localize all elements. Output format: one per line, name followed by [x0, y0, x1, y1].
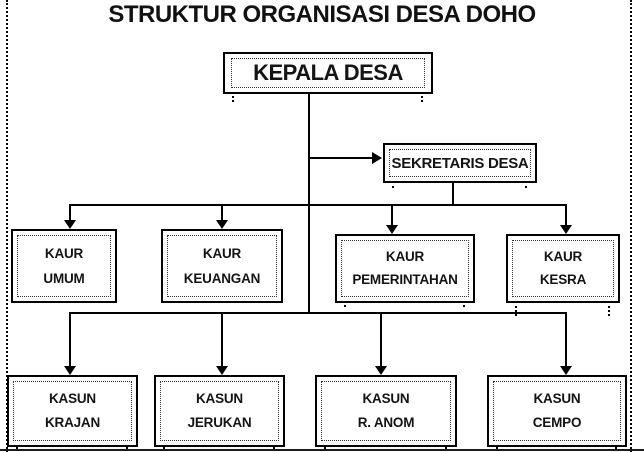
dotted-tick — [608, 301, 610, 316]
node-kasun-jerukan: KASUN JERUKAN — [154, 375, 285, 449]
node-kepala-desa-inner: KEPALA DESA — [231, 58, 425, 88]
node-kaur-umum: KAUR UMUM — [11, 229, 117, 303]
dotted-tick — [273, 445, 275, 449]
node-sekretaris-desa-label: SEKRETARIS DESA — [391, 154, 529, 172]
node-kaur-kesra: KAUR KESRA — [506, 234, 620, 316]
dotted-tick — [525, 181, 527, 188]
connector-kasun-jerukan-drop — [221, 312, 223, 367]
arrowhead-kasun-ranom — [375, 366, 387, 375]
dotted-tick — [445, 445, 447, 449]
node-kaur-umum-inner: KAUR UMUM — [17, 235, 111, 297]
node-kasun-ranom: KASUN R. ANOM — [315, 375, 457, 449]
arrowhead-kaur-keuangan — [216, 220, 228, 229]
arrowhead-kasun-cempo — [560, 366, 572, 375]
node-kasun-krajan-line2: KRAJAN — [44, 415, 101, 431]
arrowhead-kaur-umum — [64, 220, 76, 229]
node-kasun-jerukan-line1: KASUN — [195, 391, 243, 407]
node-sekretaris-desa: SEKRETARIS DESA — [383, 143, 537, 188]
arrowhead-kasun-krajan — [64, 366, 76, 375]
node-kaur-kesra-inner: KAUR KESRA — [512, 240, 614, 297]
node-kasun-cempo-line1: KASUN — [533, 391, 581, 407]
node-kaur-keuangan-inner: KAUR KEUANGAN — [167, 235, 277, 297]
node-kaur-pemerintahan: KAUR PEMERINTAHAN — [335, 234, 475, 307]
arrowhead-kasun-jerukan — [216, 366, 228, 375]
node-kaur-kesra-line1: KAUR — [543, 249, 583, 265]
node-kaur-kesra-line2: KESRA — [539, 272, 587, 288]
node-kepala-desa: KEPALA DESA — [223, 52, 433, 102]
node-sekretaris-desa-inner: SEKRETARIS DESA — [389, 149, 531, 177]
connector-kasun-ranom-drop — [380, 312, 382, 367]
dotted-tick — [126, 445, 128, 449]
dotted-tick — [615, 445, 617, 449]
node-kaur-keuangan: KAUR KEUANGAN — [161, 229, 283, 303]
dotted-tick — [344, 301, 346, 307]
node-kaur-pemerintahan-line2: PEMERINTAHAN — [352, 272, 458, 288]
connector-root-vertical — [308, 93, 310, 314]
node-kaur-pemerintahan-line1: KAUR — [385, 249, 425, 265]
node-kasun-krajan: KASUN KRAJAN — [7, 375, 138, 449]
node-kasun-krajan-line1: KASUN — [48, 391, 96, 407]
dotted-tick — [16, 445, 18, 449]
node-kasun-cempo-inner: KASUN CEMPO — [493, 381, 621, 441]
node-kaur-umum-line2: UMUM — [43, 270, 85, 286]
arrowhead-secretary — [372, 152, 382, 164]
connector-kaur-umum-drop — [69, 204, 71, 221]
node-kasun-ranom-line1: KASUN — [362, 391, 410, 407]
dotted-tick — [324, 445, 326, 449]
dotted-tick — [421, 92, 423, 102]
connector-kasun-horizontal — [70, 312, 567, 314]
node-kasun-jerukan-inner: KASUN JERUKAN — [160, 381, 279, 441]
node-kasun-cempo-line2: CEMPO — [532, 415, 582, 431]
connector-kaur-keuangan-drop — [221, 204, 223, 221]
node-kasun-cempo: KASUN CEMPO — [487, 375, 627, 449]
dotted-tick — [515, 301, 517, 316]
node-kaur-umum-line1: KAUR — [44, 246, 84, 261]
node-kasun-ranom-line2: R. ANOM — [357, 415, 415, 431]
connector-kasun-krajan-drop — [69, 312, 71, 367]
page-border-right — [630, 0, 632, 452]
arrowhead-kaur-pemerintahan — [386, 225, 398, 234]
node-kasun-krajan-inner: KASUN KRAJAN — [13, 381, 132, 441]
connector-secretary-drop — [452, 182, 454, 205]
arrowhead-kaur-kesra — [560, 225, 572, 234]
node-kaur-pemerintahan-inner: KAUR PEMERINTAHAN — [341, 240, 469, 297]
node-kepala-desa-label: KEPALA DESA — [253, 60, 403, 85]
connector-kaur-pemerintahan-drop — [391, 204, 393, 226]
page-border-bottom — [0, 449, 644, 451]
dotted-tick — [392, 181, 394, 188]
dotted-tick — [496, 445, 498, 449]
connector-kasun-cempo-drop — [565, 312, 567, 367]
page-border-left — [6, 0, 8, 452]
dotted-tick — [463, 301, 465, 307]
node-kaur-keuangan-line2: KEUANGAN — [183, 270, 261, 286]
node-kasun-ranom-inner: KASUN R. ANOM — [321, 381, 451, 441]
connector-secretary-horizontal — [309, 157, 373, 159]
dotted-tick — [163, 445, 165, 449]
dotted-tick — [232, 92, 234, 102]
page-title: STRUKTUR ORGANISASI DESA DOHO — [108, 1, 536, 28]
node-kasun-jerukan-line2: JERUKAN — [187, 415, 252, 431]
connector-kaur-horizontal — [70, 204, 567, 206]
node-kaur-keuangan-line1: KAUR — [202, 246, 242, 261]
connector-kaur-kesra-drop — [565, 204, 567, 226]
